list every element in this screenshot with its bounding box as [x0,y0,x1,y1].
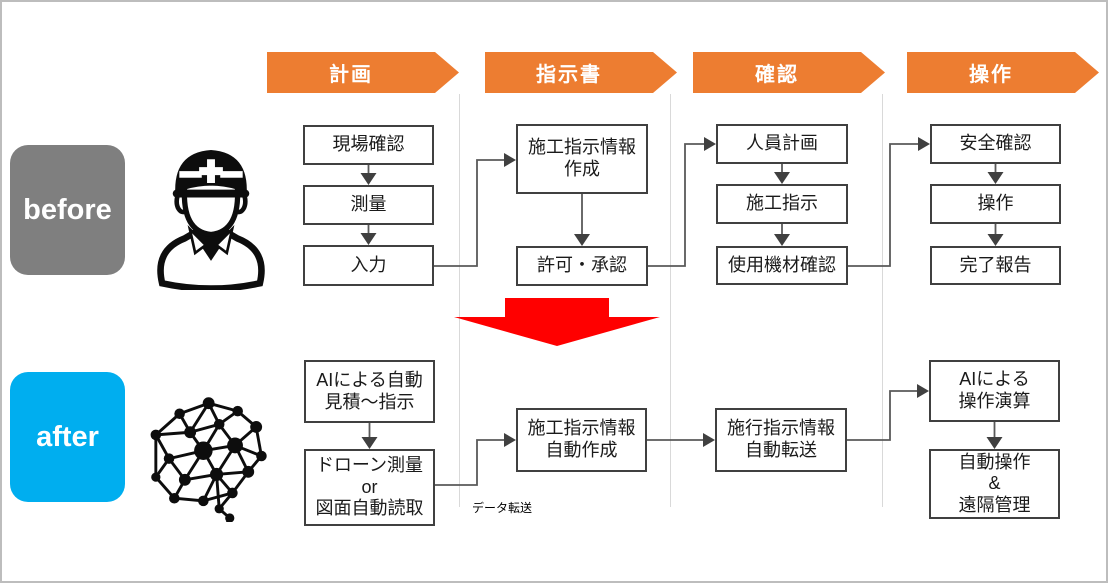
flow-step-box: 施工指示情報 作成 [516,124,648,194]
arrow-heads [360,137,1004,449]
column-separator [670,94,671,507]
flow-step-box: 許可・承認 [516,246,648,286]
construction-worker-icon [145,142,277,292]
flow-step-box: 施行指示情報 自動転送 [715,408,847,472]
flow-step-box: 施工指示情報 自動作成 [516,408,647,472]
flow-step-box: AIによる自動 見積～指示 [304,360,435,423]
flow-step-box: 測量 [303,185,434,225]
flow-step-box: 完了報告 [930,246,1061,285]
phase-header-confirm: 確認 [693,52,885,93]
flow-step-box: 自動操作 & 遠隔管理 [929,449,1060,519]
flow-step-box: 人員計画 [716,124,848,164]
flow-step-box: ドローン測量 or 図面自動読取 [304,449,435,526]
phase-header-operate: 操作 [907,52,1099,93]
flow-step-box: 入力 [303,245,434,286]
red-down-arrow [454,298,660,351]
after-row-label: after [10,372,125,502]
before-row-label: before [10,145,125,275]
flow-step-box: 使用機材確認 [716,246,848,285]
flow-step-box: 操作 [930,184,1061,224]
flow-step-box: 施工指示 [716,184,848,224]
data-transfer-note: データ転送 [472,501,533,515]
column-separator [882,94,883,507]
ai-brain-network-icon [140,390,272,535]
flow-step-box: 安全確認 [930,124,1061,164]
flow-step-box: 現場確認 [303,125,434,165]
column-separator [459,94,460,507]
phase-header-instruction: 指示書 [485,52,677,93]
phase-header-plan: 計画 [267,52,459,93]
flow-step-box: AIによる 操作演算 [929,360,1060,422]
